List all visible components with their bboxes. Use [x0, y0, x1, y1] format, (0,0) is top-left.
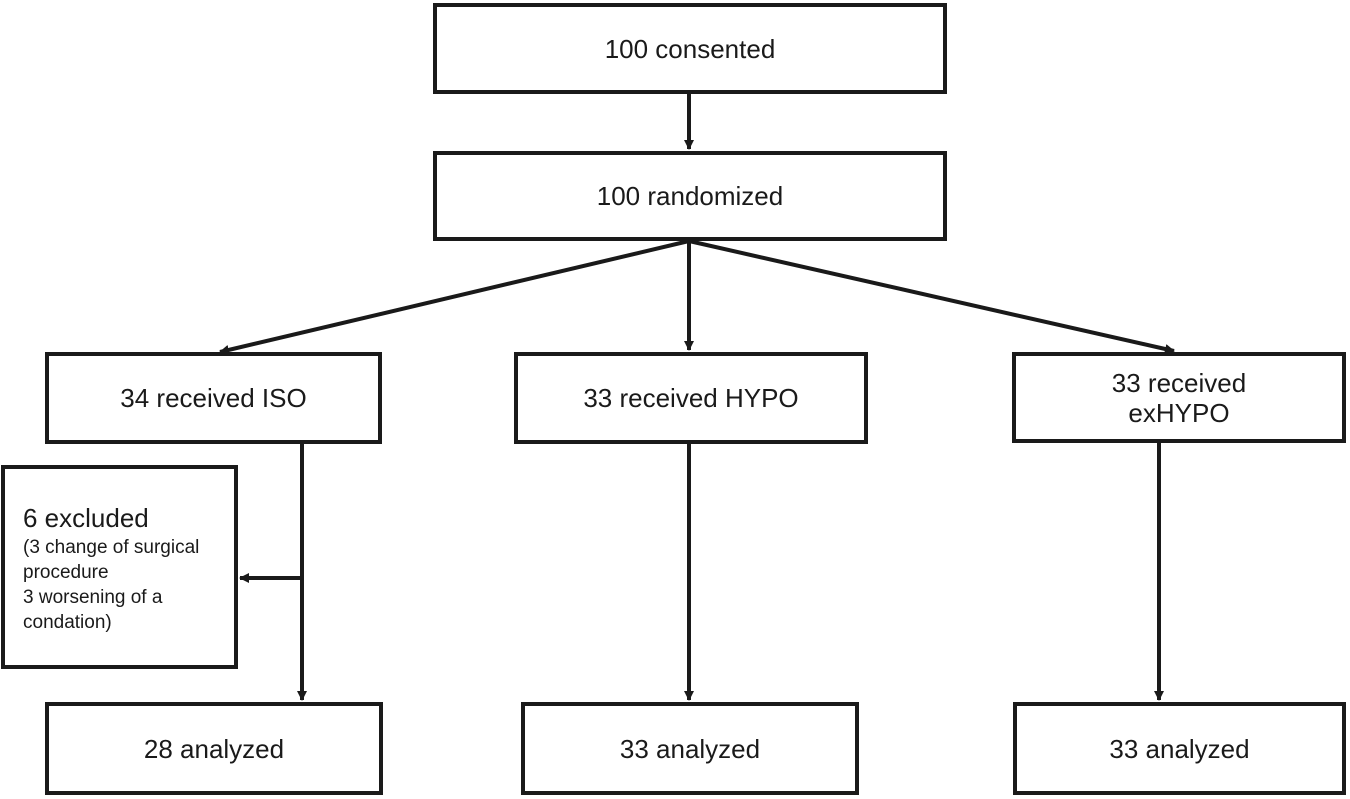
iso-analyzed-label: 28 analyzed: [143, 733, 285, 764]
excluded-detail-line: (3 change of surgical: [23, 537, 200, 558]
hypo-arm-label: 33 received HYPO: [583, 383, 799, 413]
exhypo-analyzed-box: 33 analyzed: [1013, 702, 1346, 795]
randomized-box: 100 randomized: [433, 151, 947, 241]
iso-arm-box: 34 received ISO: [45, 352, 382, 444]
excluded-detail-line: condation): [23, 612, 112, 633]
randomized-label: 100 randomized: [596, 181, 784, 211]
exhypo-analyzed-label: 33 analyzed: [1109, 733, 1250, 764]
consented-label: 100 consented: [604, 33, 776, 64]
hypo-analyzed-label: 33 analyzed: [619, 733, 761, 764]
hypo-analyzed-box: 33 analyzed: [521, 702, 859, 795]
excluded-box: 6 excluded (3 change of surgical procedu…: [1, 465, 238, 669]
exhypo-arm-label: 33 received exHYPO: [1111, 367, 1247, 428]
iso-analyzed-box: 28 analyzed: [45, 702, 383, 795]
excluded-title: 6 excluded: [23, 503, 149, 533]
arrow-randomized-to-iso: [219, 239, 690, 355]
consented-box: 100 consented: [433, 3, 947, 94]
hypo-arm-box: 33 received HYPO: [514, 352, 868, 444]
excluded-detail-line: 3 worsening of a: [23, 587, 163, 608]
exhypo-arm-box: 33 received exHYPO: [1012, 352, 1346, 443]
iso-arm-label: 34 received ISO: [120, 383, 307, 413]
arrow-randomized-to-exhypo: [688, 239, 1175, 354]
excluded-detail-line: procedure: [23, 562, 109, 583]
